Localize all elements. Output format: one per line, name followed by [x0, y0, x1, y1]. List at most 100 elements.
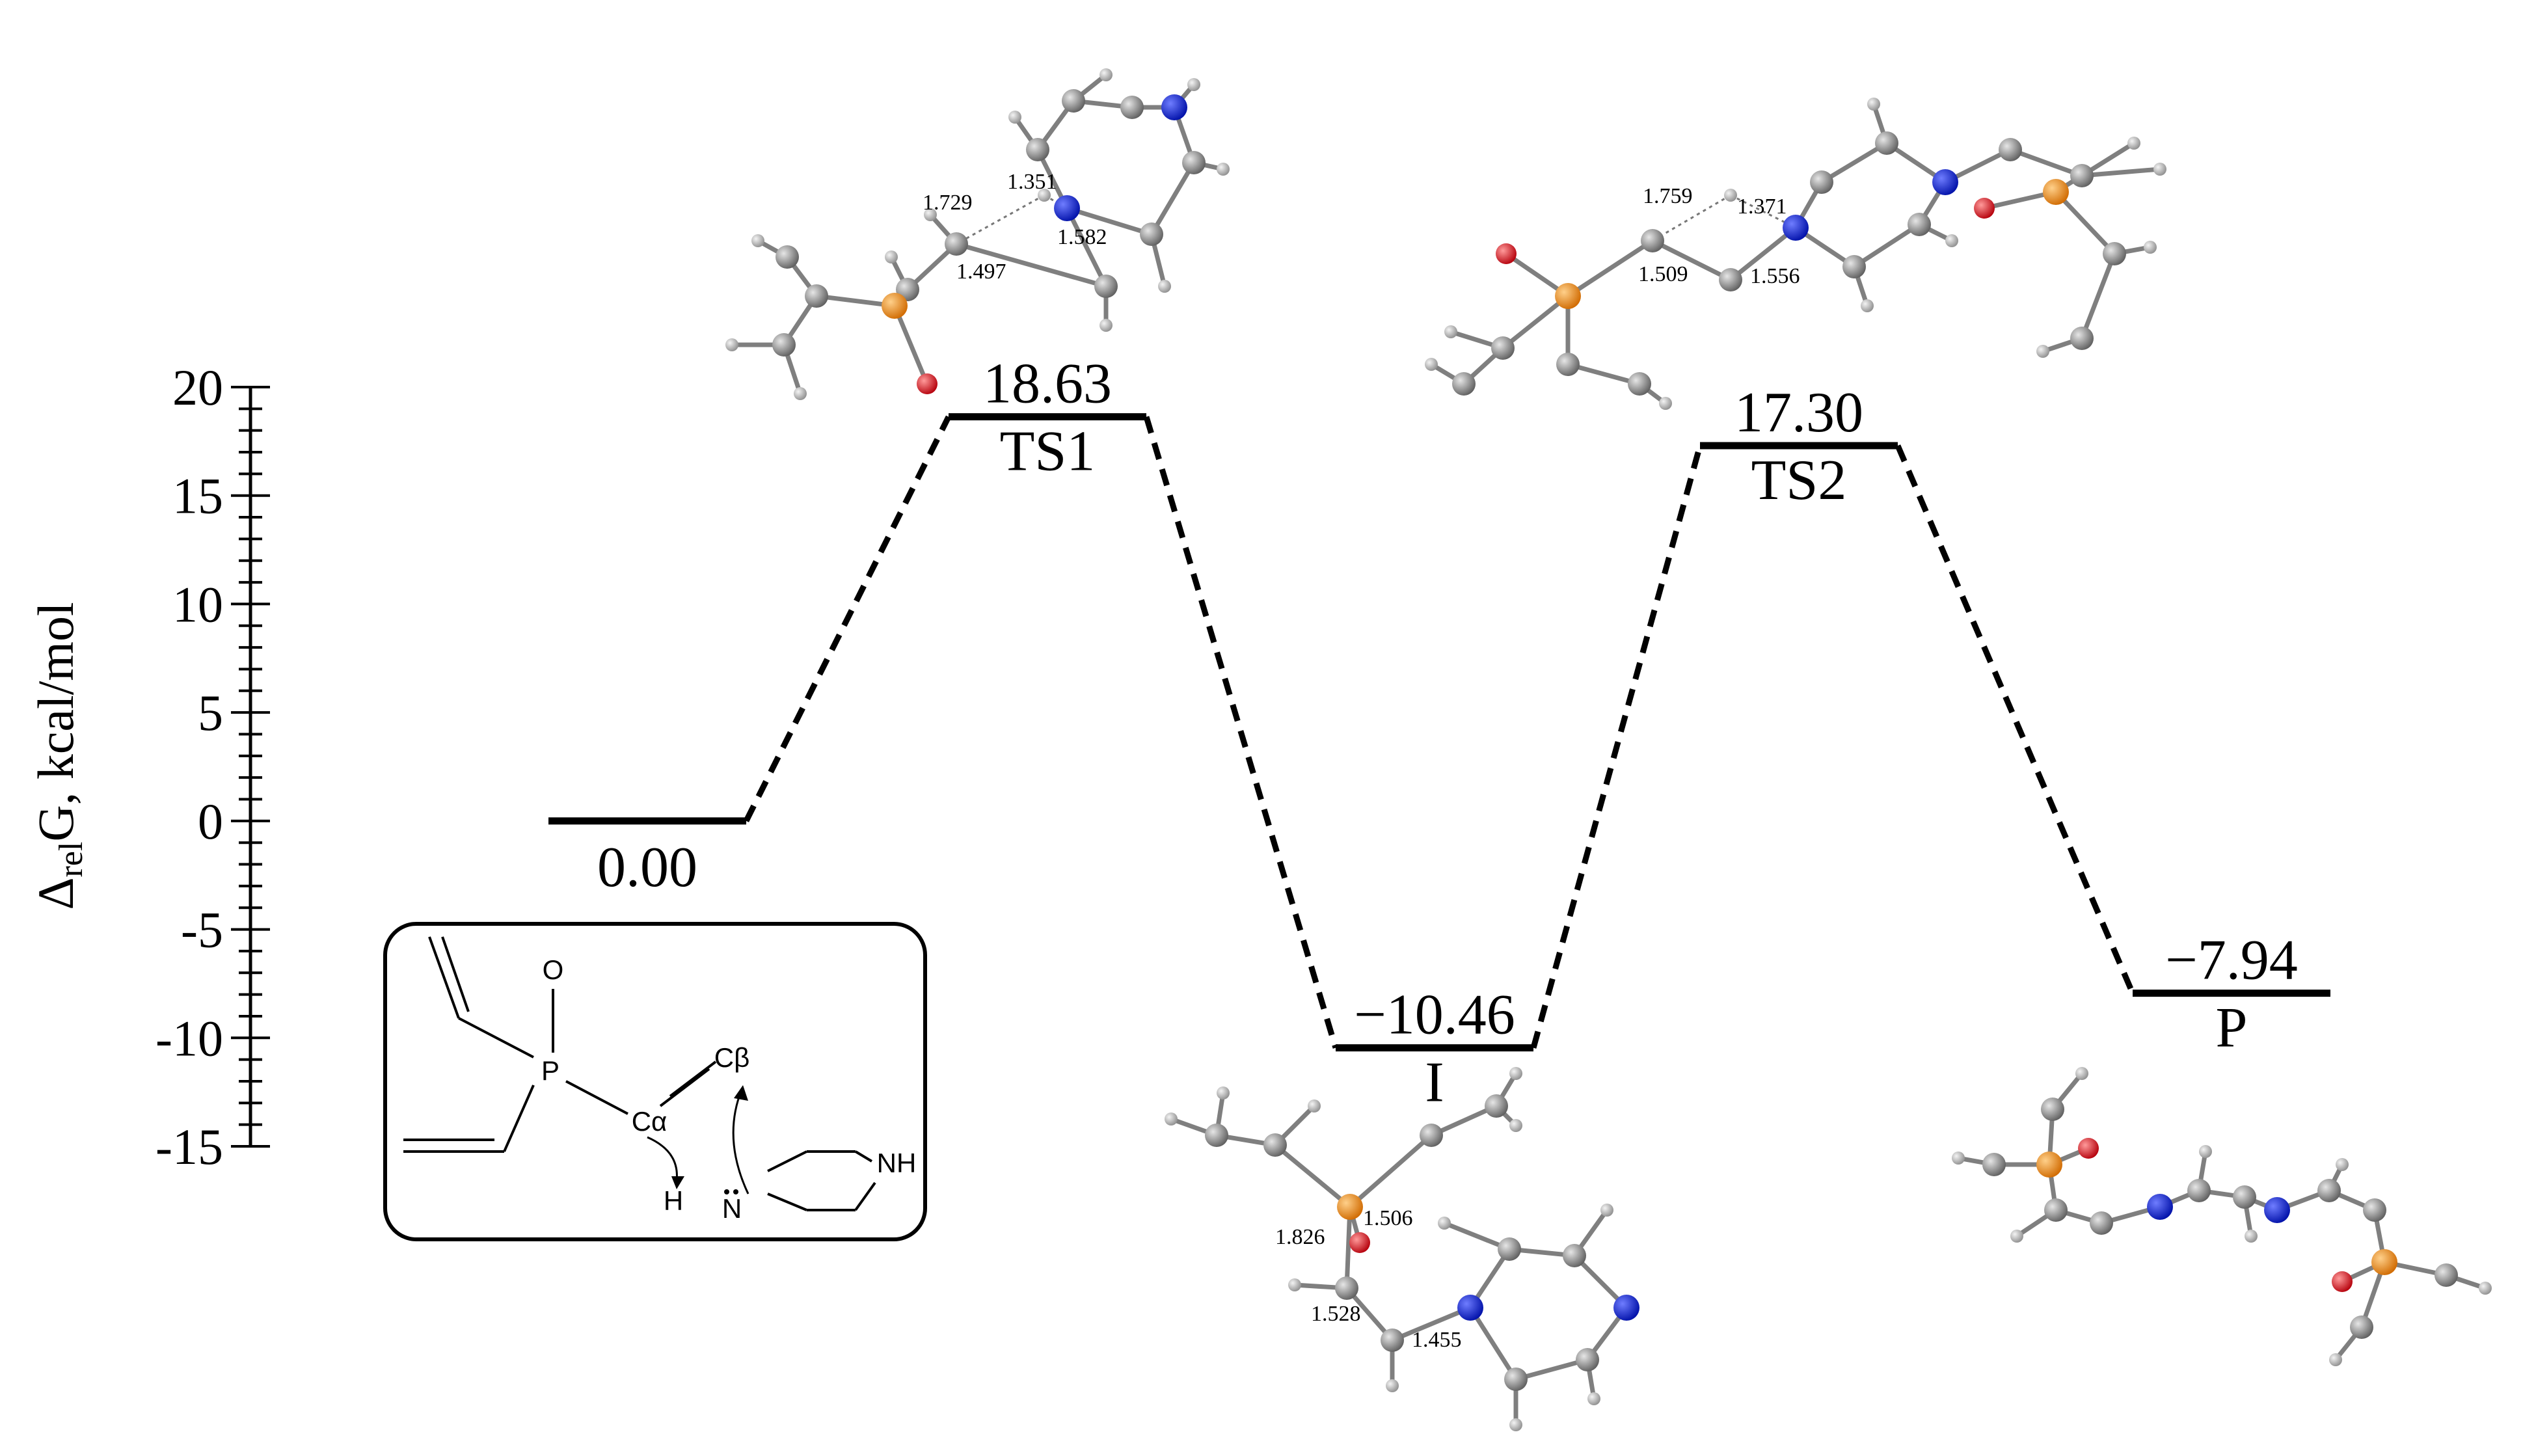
y-axis-label-rest: G, kcal/mol — [27, 602, 84, 841]
ts2-distances: 1.759 1.371 1.509 1.556 — [1638, 184, 1800, 288]
hydrogen-atom — [2199, 1145, 2212, 1158]
hydrogen-atom — [1187, 78, 1200, 91]
hydrogen-atom — [885, 250, 898, 263]
scheme-atom-o: O — [543, 954, 564, 985]
distance-label: 1.351 — [1007, 170, 1057, 194]
energy-value-label: 18.63 — [983, 353, 1112, 416]
hydrogen-atom — [1438, 1217, 1451, 1230]
carbon-atom — [2187, 1179, 2211, 1202]
hydrogen-atom — [794, 387, 807, 400]
hydrogen-atom — [1217, 163, 1230, 176]
oxygen-atom — [917, 373, 938, 394]
scheme-arrows — [647, 1089, 749, 1194]
distance-label: 1.759 — [1643, 184, 1693, 208]
scheme-arrowhead — [734, 1085, 748, 1101]
hydrogen-atom — [1425, 358, 1438, 371]
partial-bond — [1652, 194, 1731, 242]
carbon-atom — [1999, 138, 2022, 161]
tick-label: 10 — [172, 576, 223, 632]
bond — [2079, 167, 2163, 178]
carbon-atom — [1576, 1348, 1599, 1371]
hydrogen-atom — [2336, 1158, 2349, 1171]
hydrogen-atom — [2075, 1067, 2088, 1080]
carbon-atom — [805, 284, 828, 308]
bond — [1064, 206, 1109, 289]
reaction-scheme-inset: O P Cα Cβ NH H N — [383, 922, 927, 1241]
bond — [2079, 251, 2117, 341]
state-name-label: P — [2216, 997, 2248, 1060]
carbon-atom — [1982, 1153, 2006, 1176]
carbon-atom — [2090, 1211, 2113, 1235]
bond — [814, 293, 897, 308]
bond — [892, 303, 930, 386]
distance-label: 1.509 — [1638, 262, 1688, 286]
carbon-atom — [945, 232, 968, 256]
oxygen-atom — [2078, 1138, 2099, 1159]
carbon-atom — [1381, 1328, 1404, 1352]
hydrogen-atom — [1867, 98, 1880, 111]
product-molecule-structure — [1952, 1067, 2492, 1366]
bond — [1064, 206, 1154, 237]
nitrogen-atom — [1932, 169, 1958, 195]
bond — [1650, 238, 1733, 282]
hydrogen-atom — [751, 234, 764, 247]
tick-label: 0 — [198, 793, 223, 850]
oxygen-atom — [1974, 198, 1995, 219]
level-connector — [1530, 444, 1703, 1049]
level-connector — [1895, 444, 2136, 995]
distance-label: 1.497 — [956, 260, 1006, 284]
energy-value-label: 0.00 — [597, 836, 697, 899]
scheme-atom-nh: NH — [877, 1148, 917, 1178]
carbon-atom — [2435, 1263, 2458, 1287]
scheme-arrowhead — [671, 1176, 684, 1189]
intermediate-molecule-structure — [1165, 1067, 1639, 1431]
distance-label: 1.729 — [923, 191, 973, 215]
hydrogen-atom — [2010, 1230, 2023, 1243]
bond — [1273, 1142, 1353, 1209]
bond — [954, 241, 1109, 289]
carbon-atom — [1205, 1124, 1228, 1147]
bond — [2053, 189, 2117, 256]
carbon-atom — [1120, 96, 1144, 119]
phosphorus-atom — [2371, 1249, 2397, 1275]
tick-label: 15 — [172, 468, 223, 524]
bond — [1347, 1133, 1434, 1209]
hydrogen-atom — [1008, 111, 1021, 124]
level-connector — [743, 415, 952, 822]
bond — [2008, 147, 2084, 178]
ts1-molecule-structure — [725, 68, 1230, 400]
ts1-distances: 1.729 1.351 1.582 1.497 — [923, 170, 1107, 284]
bond — [1149, 160, 1196, 237]
hydrogen-atom — [1217, 1086, 1230, 1099]
hydrogen-atom — [1600, 1204, 1613, 1217]
carbon-atom — [2363, 1198, 2386, 1222]
hydrogen-atom — [1038, 189, 1051, 202]
oxygen-atom — [2332, 1271, 2353, 1292]
hydrogen-atom — [2245, 1230, 2258, 1243]
hydrogen-atom — [924, 208, 937, 221]
carbon-atom — [1335, 1276, 1358, 1300]
hydrogen-atom — [1659, 397, 1672, 410]
scheme-atom-c-alpha: Cα — [632, 1106, 668, 1137]
carbon-atom — [1504, 1368, 1528, 1391]
carbon-atom — [1491, 336, 1515, 360]
hydrogen-atom — [2329, 1353, 2342, 1366]
hydrogen-atom — [2144, 241, 2157, 254]
state-name-label: I — [1425, 1051, 1444, 1114]
carbon-atom — [1556, 353, 1580, 376]
carbon-atom — [2233, 1185, 2256, 1209]
carbon-atom — [1628, 372, 1651, 396]
state-name-label: TS2 — [1751, 449, 1847, 512]
phosphorus-atom — [1555, 283, 1581, 309]
tick-label: -5 — [181, 902, 223, 958]
bond — [1500, 293, 1571, 351]
carbon-atom — [2103, 242, 2126, 265]
hydrogen-atom — [1165, 1112, 1178, 1126]
hydrogen-atom — [1386, 1379, 1399, 1392]
hydrogen-atom — [1861, 299, 1874, 312]
lone-pair-dot — [733, 1189, 738, 1194]
tick-label: 5 — [198, 684, 223, 741]
carbon-atom — [2041, 1098, 2064, 1121]
carbon-atom — [1641, 229, 1664, 252]
carbon-atom — [1420, 1124, 1443, 1147]
